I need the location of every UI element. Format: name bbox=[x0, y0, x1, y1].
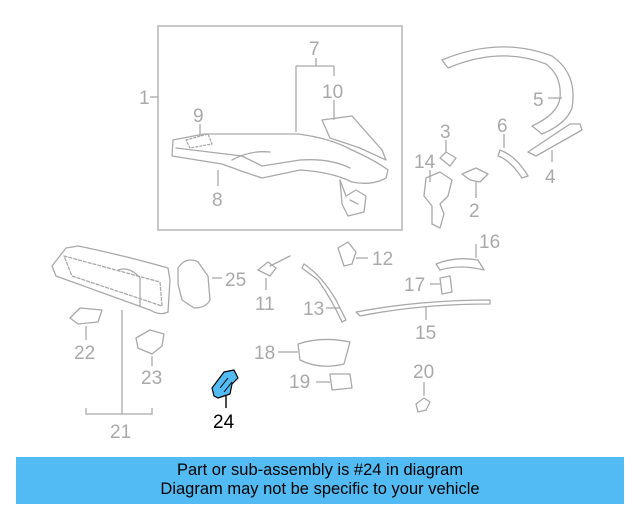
callout-17: 17 bbox=[404, 275, 425, 296]
callout-9: 9 bbox=[193, 106, 204, 127]
mechanism-part-2 bbox=[461, 167, 489, 183]
hook-part-20 bbox=[415, 397, 431, 413]
seal-part-13 bbox=[301, 263, 347, 323]
soft-top-part bbox=[171, 133, 389, 217]
cover-part-18 bbox=[297, 338, 351, 367]
callout-4: 4 bbox=[545, 167, 556, 188]
callout-8: 8 bbox=[212, 190, 223, 211]
info-banner: Part or sub-assembly is #24 in diagram D… bbox=[16, 457, 624, 504]
callout-11: 11 bbox=[255, 294, 275, 315]
piece-part-6 bbox=[497, 149, 529, 179]
assembly-box bbox=[157, 25, 403, 231]
panel-part-25 bbox=[177, 259, 211, 309]
callout-24: 24 bbox=[213, 412, 235, 433]
callout-15: 15 bbox=[415, 323, 436, 344]
callout-20: 20 bbox=[413, 362, 434, 383]
clip-part-12 bbox=[337, 241, 357, 267]
callout-14: 14 bbox=[414, 152, 436, 173]
callout-23: 23 bbox=[141, 368, 162, 389]
callout-6: 6 bbox=[497, 116, 508, 137]
wind-deflector-part bbox=[51, 245, 171, 315]
mechanism-part-3 bbox=[439, 151, 457, 167]
bracket-part-22 bbox=[69, 307, 103, 325]
clip-part-17 bbox=[439, 275, 453, 295]
hinge-part-11 bbox=[257, 255, 291, 277]
strip-part-16 bbox=[435, 258, 485, 271]
mesh-part bbox=[185, 133, 213, 149]
rear-window-part bbox=[321, 115, 387, 161]
callout-16: 16 bbox=[479, 232, 500, 253]
callout-25: 25 bbox=[225, 270, 246, 291]
callout-13: 13 bbox=[303, 299, 324, 320]
strip-part-4 bbox=[527, 123, 583, 157]
trim-strip-part bbox=[441, 46, 574, 135]
rail-part-15 bbox=[355, 299, 491, 317]
callout-18: 18 bbox=[254, 343, 275, 364]
banner-line-1: Part or sub-assembly is #24 in diagram bbox=[176, 461, 464, 479]
callout-12: 12 bbox=[372, 249, 393, 270]
cover-part-19 bbox=[329, 373, 353, 391]
callout-21: 21 bbox=[110, 422, 131, 443]
callout-1: 1 bbox=[139, 88, 150, 109]
bracket-part-23 bbox=[135, 329, 165, 355]
callout-19: 19 bbox=[289, 372, 310, 393]
mechanism-part-14 bbox=[423, 171, 453, 229]
callout-22: 22 bbox=[74, 343, 95, 364]
highlighted-part-24[interactable] bbox=[211, 369, 239, 408]
callout-3: 3 bbox=[440, 122, 451, 143]
banner-line-2: Diagram may not be specific to your vehi… bbox=[160, 480, 480, 498]
callout-7: 7 bbox=[309, 39, 320, 60]
callout-10: 10 bbox=[322, 82, 343, 103]
callout-2: 2 bbox=[469, 201, 480, 222]
callout-5: 5 bbox=[533, 90, 544, 111]
